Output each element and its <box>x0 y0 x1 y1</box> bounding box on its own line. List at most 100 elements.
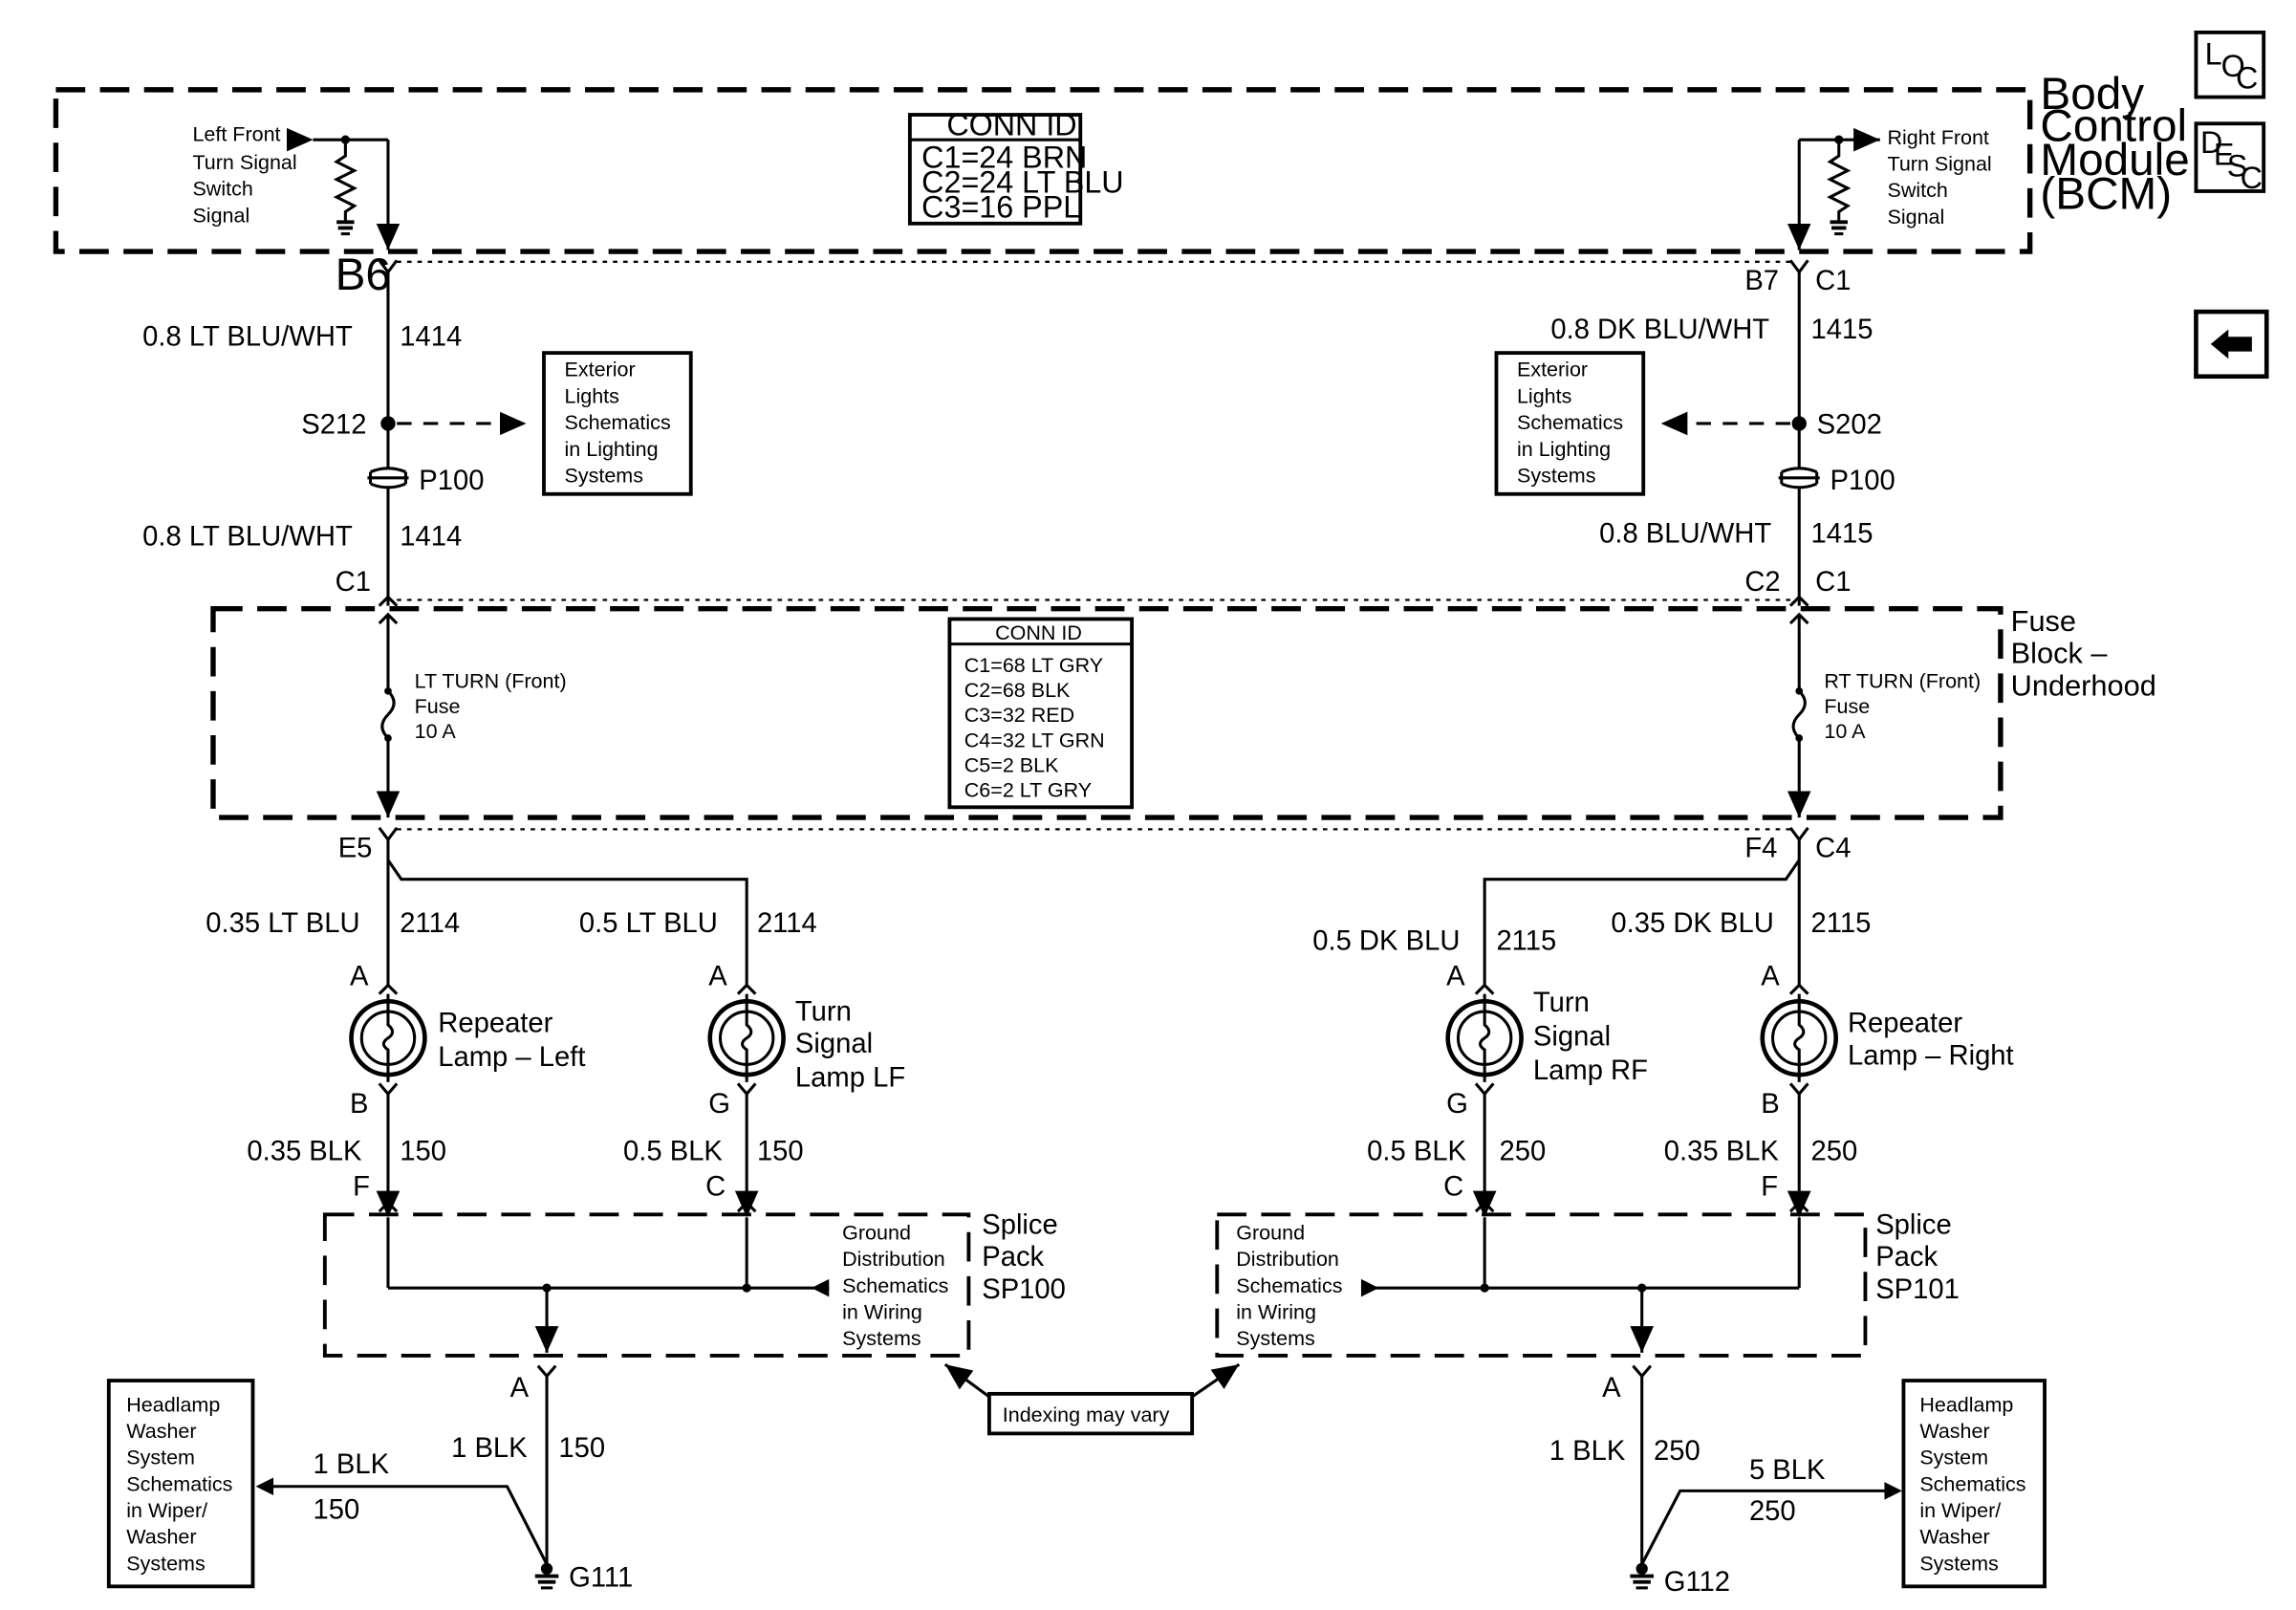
pin-label: C2 <box>1744 567 1780 598</box>
reference-box[interactable] <box>1494 351 1646 496</box>
ref-line: Schematics <box>1919 1472 2025 1495</box>
pin-label: F <box>353 1171 370 1202</box>
ground-ref-label: in Wiring <box>842 1300 922 1323</box>
ref-line: Headlamp <box>126 1393 220 1416</box>
circuit-number: 150 <box>314 1495 360 1526</box>
pin-label: C1 <box>1815 266 1851 296</box>
reference-box[interactable] <box>106 1379 255 1589</box>
splice-label: S202 <box>1817 410 1882 441</box>
splice-pack-label: SP100 <box>982 1274 1066 1305</box>
wire-label: 0.35 DK BLU <box>1611 908 1773 939</box>
ground-ref-label: in Wiring <box>1236 1300 1316 1323</box>
ref-line: Systems <box>1919 1552 1999 1575</box>
ground-icon <box>1830 220 1848 236</box>
wire-label: 0.5 BLK <box>1367 1136 1466 1166</box>
ground-ref-label: Schematics <box>842 1274 948 1297</box>
loc-button[interactable]: L O C <box>2194 30 2266 99</box>
lamp-label: Lamp – Left <box>438 1042 585 1073</box>
fuse-block-underhood: Fuse Block – Underhood CONN ID C1=68 LT … <box>210 604 2156 820</box>
fuse-label: LT TURN (Front) <box>415 670 567 693</box>
splice-label: S212 <box>301 410 366 441</box>
fuse-conn-row: C4=32 LT GRN <box>964 729 1105 751</box>
bcm-name-2: Control <box>2040 101 2187 152</box>
pin-label: B <box>1761 1089 1779 1120</box>
lamp-label: Lamp RF <box>1533 1055 1648 1086</box>
wire-label: 0.8 LT BLU/WHT <box>142 321 353 352</box>
ref-line: Systems <box>126 1552 206 1575</box>
ref-line: Washer <box>126 1526 196 1549</box>
svg-text:S: S <box>2227 149 2248 184</box>
ground-ref-label: Distribution <box>842 1248 945 1271</box>
ref-line: Schematics <box>565 411 671 434</box>
pin-label: C <box>705 1171 726 1202</box>
wire-label: 0.5 DK BLU <box>1312 925 1460 956</box>
right-signal-label: Switch <box>1887 179 1947 202</box>
svg-text:O: O <box>2221 49 2245 83</box>
circuit-number: 150 <box>757 1136 804 1166</box>
right-lower-circuit: F4 C4 0.5 DK BLU 2115 0.35 DK BLU 2115 A… <box>1215 826 2047 1598</box>
splice-pack-label: Pack <box>982 1242 1044 1273</box>
ref-line: Schematics <box>126 1472 232 1495</box>
circuit-number: 150 <box>558 1433 605 1464</box>
svg-text:C: C <box>2241 161 2263 195</box>
wire-label: 1 BLK <box>1549 1436 1626 1467</box>
inline-connector-icon <box>367 467 409 490</box>
left-arrow-icon <box>2210 329 2252 359</box>
circuit-number: 1414 <box>400 522 462 553</box>
ref-line: Washer <box>1919 1526 1989 1549</box>
lamp-label: Turn <box>795 996 852 1027</box>
ground-ref-label: Distribution <box>1236 1248 1339 1271</box>
pin-label: F4 <box>1744 834 1777 864</box>
ref-line: Washer <box>1919 1420 1989 1443</box>
lamp-label: Turn <box>1533 988 1590 1018</box>
fuse-label: 10 A <box>415 720 457 743</box>
reference-box[interactable] <box>542 351 693 496</box>
ground-icon <box>534 1562 559 1590</box>
ground-ref-label: Systems <box>1236 1327 1315 1350</box>
pin-label: A <box>1761 961 1780 991</box>
circuit-number: 250 <box>1654 1436 1700 1467</box>
svg-text:D: D <box>2200 125 2222 160</box>
wire-label: 0.35 BLK <box>1664 1136 1780 1166</box>
ref-line: in Wiper/ <box>126 1499 207 1522</box>
lamp-label: Lamp – Right <box>1848 1040 2014 1071</box>
fuse-conn-row: C1=68 LT GRY <box>964 654 1103 677</box>
ref-line: Systems <box>565 464 644 487</box>
wire-label: 1 BLK <box>314 1449 390 1480</box>
ref-line: in Wiper/ <box>1919 1499 2001 1522</box>
pin-label: E5 <box>338 834 373 864</box>
wire-label: 0.5 BLK <box>623 1136 723 1166</box>
splice-node <box>1791 416 1807 431</box>
wire-label: 0.35 BLK <box>247 1136 362 1166</box>
ground-icon <box>1630 1562 1654 1590</box>
reference-box[interactable] <box>1901 1379 2047 1589</box>
ground-label: G111 <box>569 1562 633 1593</box>
ref-line: Exterior <box>565 359 636 381</box>
wire-label: 1 BLK <box>451 1433 528 1464</box>
lamp-label: Repeater <box>438 1009 552 1039</box>
ref-line: Lights <box>1517 384 1571 407</box>
ref-line: in Lighting <box>565 438 659 461</box>
splice-pack-label: Splice <box>982 1209 1058 1240</box>
circuit-number: 250 <box>1811 1136 1858 1166</box>
fuse-conn-row: C3=32 RED <box>964 704 1074 727</box>
fuse-conn-row: C2=68 BLK <box>964 679 1071 702</box>
pin-label: C <box>1443 1171 1463 1202</box>
left-signal-label: Signal <box>192 204 249 227</box>
bcm-name-1: Body <box>2040 69 2144 120</box>
lamp-label: Repeater <box>1848 1009 1962 1039</box>
connector-label: P100 <box>1830 466 1895 496</box>
left-signal-label: Switch <box>192 178 252 201</box>
right-signal-label: Turn Signal <box>1887 152 1991 175</box>
lamp-label: Signal <box>795 1029 873 1059</box>
desc-button[interactable]: D E S C <box>2194 121 2266 195</box>
fuse-icon <box>1791 689 1807 740</box>
ground-ref-label: Ground <box>1236 1221 1305 1244</box>
ref-line: in Lighting <box>1517 438 1611 461</box>
circuit-number: 2114 <box>400 908 460 939</box>
circuit-number: 2115 <box>1496 925 1556 956</box>
bcm-name-4: (BCM) <box>2040 168 2172 219</box>
pin-label: A <box>1602 1373 1621 1403</box>
back-button[interactable] <box>2194 309 2269 380</box>
circuit-number: 150 <box>400 1136 446 1166</box>
